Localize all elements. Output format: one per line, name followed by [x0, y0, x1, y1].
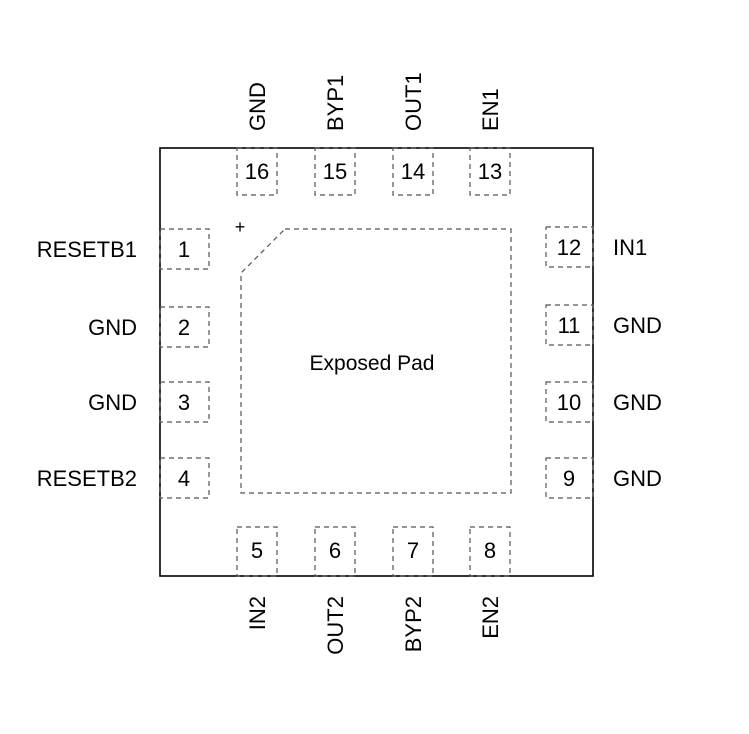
pin-pad-1 [159, 228, 210, 270]
pin-15: 15 BYP1 [314, 75, 356, 196]
pin-number-10: 10 [557, 390, 581, 415]
pin-pad-3 [159, 381, 210, 423]
pin-pad-5 [236, 526, 278, 577]
pin-number-4: 4 [178, 466, 190, 491]
pin-1: 1 RESETB1 [37, 228, 210, 270]
pin-name-2: GND [88, 315, 137, 340]
pin-name-1: RESETB1 [37, 237, 137, 262]
pin-16: 16 GND [236, 82, 278, 196]
pin-pad-8 [469, 526, 511, 577]
pin-pad-9 [545, 457, 594, 499]
pin-name-8: EN2 [478, 596, 503, 639]
pin-name-13: EN1 [478, 88, 503, 131]
pin-pad-2 [159, 306, 210, 348]
pin-pad-14 [392, 147, 434, 196]
pin-pad-16 [236, 147, 278, 196]
pin-14: 14 OUT1 [392, 72, 434, 196]
pin-name-11: GND [613, 313, 662, 338]
pin-number-8: 8 [484, 538, 496, 563]
pin-3: 3 GND [88, 381, 210, 423]
pin-number-16: 16 [245, 159, 269, 184]
pin-pad-11 [545, 304, 594, 346]
pin-number-7: 7 [407, 538, 419, 563]
pin-2: 2 GND [88, 306, 210, 348]
pin-name-9: GND [613, 466, 662, 491]
pin-name-16: GND [245, 82, 270, 131]
pin-pad-15 [314, 147, 356, 196]
pin-11: 11 GND [545, 304, 662, 346]
pin-number-1: 1 [178, 237, 190, 262]
pin-name-4: RESETB2 [37, 466, 137, 491]
pin-name-6: OUT2 [323, 596, 348, 655]
pin-name-14: OUT1 [401, 72, 426, 131]
pin-10: 10 GND [545, 381, 662, 423]
pin-number-12: 12 [557, 235, 581, 260]
pins-layer: 1RESETB12GND3GND4RESETB25IN26OUT27BYP28E… [37, 72, 662, 654]
pin-name-15: BYP1 [323, 75, 348, 131]
pin1-marker: + [235, 217, 246, 237]
package-body [159, 147, 594, 577]
pin-number-5: 5 [251, 538, 263, 563]
pin-name-10: GND [613, 390, 662, 415]
pin-number-11: 11 [558, 313, 581, 338]
pin-name-5: IN2 [245, 596, 270, 630]
pin-number-15: 15 [323, 159, 347, 184]
pin-number-6: 6 [329, 538, 341, 563]
pin-pad-13 [469, 147, 511, 196]
pin-name-3: GND [88, 390, 137, 415]
pin-pad-7 [392, 526, 434, 577]
pin-pad-12 [545, 226, 594, 268]
pin-4: 4 RESETB2 [37, 457, 210, 499]
exposed-pad-outline [240, 228, 512, 494]
pin-12: 12 IN1 [545, 226, 647, 268]
pin-9: 9 GND [545, 457, 662, 499]
pin-pad-4 [159, 457, 210, 499]
pin-13: 13 EN1 [469, 88, 511, 196]
pin-pad-10 [545, 381, 594, 423]
pin-number-13: 13 [478, 159, 502, 184]
pin-pad-6 [314, 526, 356, 577]
pin-number-3: 3 [178, 390, 190, 415]
pin-number-2: 2 [178, 315, 190, 340]
exposed-pad-label: Exposed Pad [310, 352, 435, 375]
pin-number-14: 14 [401, 159, 425, 184]
pin-name-7: BYP2 [401, 596, 426, 652]
pin-name-12: IN1 [613, 235, 647, 260]
pin-number-9: 9 [563, 466, 575, 491]
